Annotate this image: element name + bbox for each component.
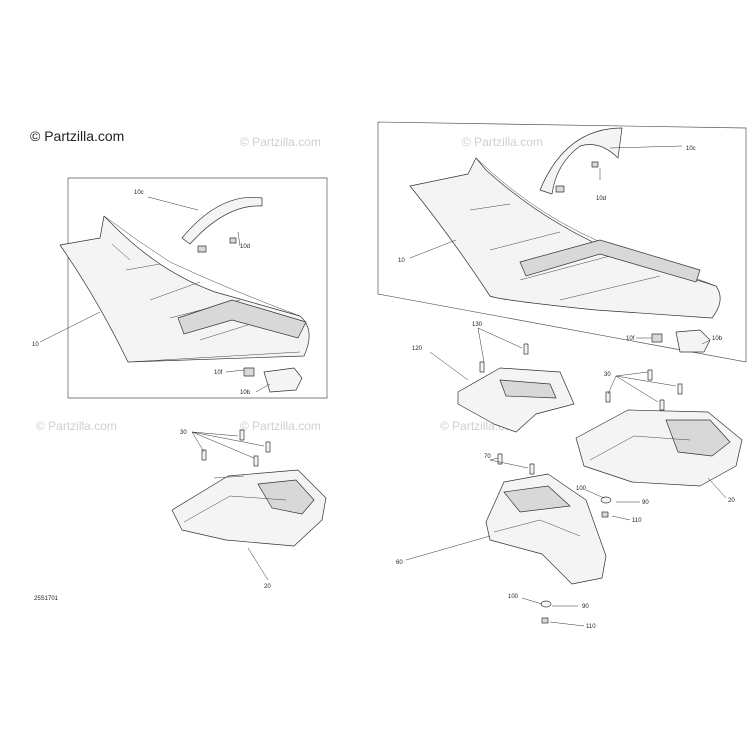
- right-seat: [409, 157, 721, 319]
- callout-label: 20: [264, 584, 271, 590]
- callout-label: 90: [642, 500, 649, 506]
- right-grab-handle: [575, 409, 743, 487]
- right-bolts-130: [479, 343, 529, 373]
- callout-label: 10d: [596, 196, 606, 202]
- right-bolts-30: [605, 369, 683, 411]
- left-clip-10d: [197, 245, 207, 253]
- callout-label: 10b: [240, 390, 251, 396]
- watermark: © Partzilla.com: [462, 135, 543, 149]
- left-seat: [59, 215, 310, 363]
- left-clip-10d: [229, 237, 237, 244]
- left-seat-strap: [181, 196, 263, 245]
- callout-label: 100: [576, 486, 587, 492]
- callout-label: 30: [604, 372, 611, 378]
- callout-label: 70: [484, 454, 491, 460]
- right-leader-lines: [405, 145, 727, 627]
- callout-label: 30: [180, 430, 187, 436]
- callout-label: 10c: [134, 190, 144, 196]
- callout-label: 110: [632, 518, 642, 524]
- right-storage-bracket: [457, 367, 575, 433]
- right-clip-10d: [555, 185, 565, 193]
- callout-label: 10c: [686, 146, 696, 152]
- right-mount-bracket: [485, 473, 607, 585]
- left-latch-10b: [263, 367, 303, 393]
- callout-label: 90: [582, 604, 589, 610]
- callout-label: 60: [396, 560, 403, 566]
- right-seat-strap: [539, 127, 623, 195]
- left-bolts-30: [201, 429, 271, 467]
- right-latch-10b: [675, 329, 711, 353]
- callout-label: 10f: [626, 336, 635, 342]
- callout-label: 20: [728, 498, 735, 504]
- left-latch-10f: [243, 367, 255, 377]
- callout-label: 10f: [214, 370, 223, 376]
- diagram-code: 25S1701: [34, 596, 59, 602]
- callout-label: 10: [398, 258, 405, 264]
- callout-label: 120: [412, 346, 423, 352]
- callout-label: 130: [472, 322, 483, 328]
- callout-label: 10d: [240, 244, 250, 250]
- callout-label: 10b: [712, 336, 723, 342]
- partzilla-brand: © Partzilla.com: [30, 128, 125, 144]
- watermark: © Partzilla.com: [36, 419, 117, 433]
- fasteners-upper: [600, 496, 612, 518]
- fasteners-lower: [540, 600, 552, 624]
- callout-label: 110: [586, 624, 596, 630]
- right-latch-10f: [651, 333, 663, 343]
- left-group-frame: [67, 177, 328, 399]
- left-grab-handle: [171, 469, 327, 547]
- right-clip-10d: [591, 161, 599, 168]
- watermark: © Partzilla.com: [240, 419, 321, 433]
- callout-label: 10: [32, 342, 39, 348]
- right-group-frame: [377, 121, 747, 363]
- left-leader-lines: [39, 196, 271, 581]
- callout-label: 100: [508, 594, 519, 600]
- right-bolts-70: [497, 453, 535, 475]
- watermark: © Partzilla.com: [240, 135, 321, 149]
